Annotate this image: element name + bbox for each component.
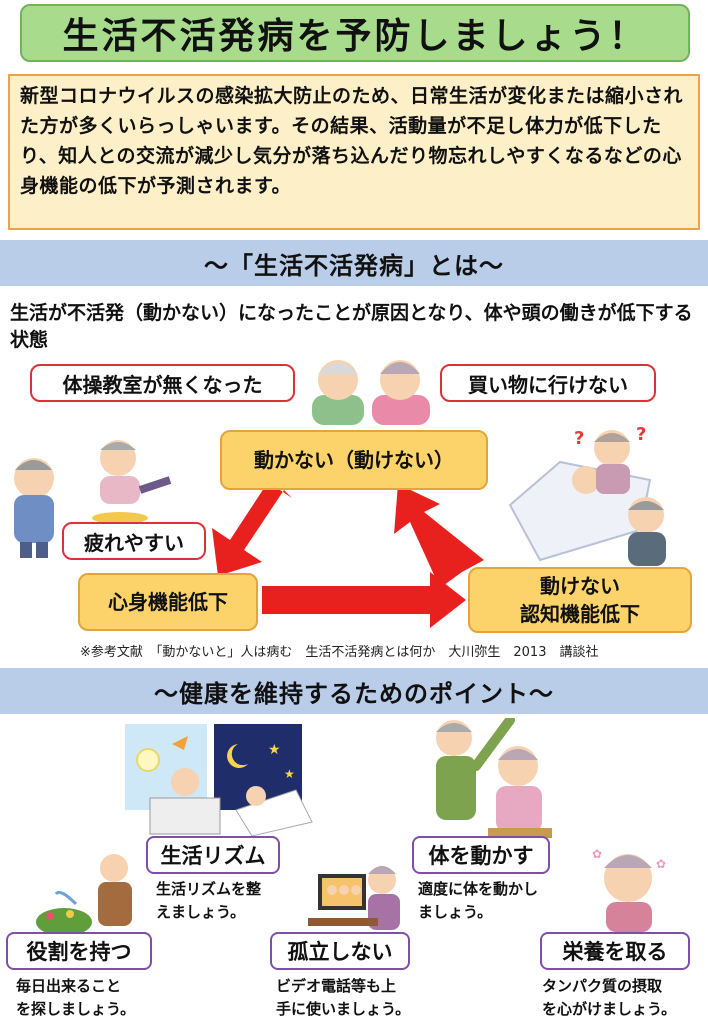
svg-text:✿: ✿: [656, 857, 666, 871]
point-text-role: 毎日出来ること を探しましょう。: [16, 975, 135, 1021]
point-title-nutrition: 栄養を取る: [540, 932, 690, 970]
cycle-illustration: ? ?: [14, 360, 666, 628]
svg-text:?: ?: [636, 424, 646, 445]
svg-text:?: ?: [574, 428, 584, 449]
falling-elderly-woman-illustration: [92, 440, 172, 524]
point-text-line: 毎日出来ること: [16, 977, 122, 995]
arrow-down-left: [212, 482, 292, 576]
cycle-box-line2: 認知機能低下: [520, 602, 640, 626]
intro-box: 新型コロナウイルスの感染拡大防止のため、日常生活が変化または縮小された方が多くい…: [8, 74, 700, 230]
reference-note: ※参考文献 「動かないと」人は病む 生活不活発病とは何か 大川弥生 2013 講…: [80, 645, 599, 660]
page-title: 生活不活発病を予防しましょう！: [62, 16, 648, 57]
definition-text: 生活が不活発（動かない）になったことが原因となり、体や頭の働きが低下する状態: [10, 302, 693, 351]
stretching-couple-illustration: [436, 718, 552, 838]
point-text-isolation: ビデオ電話等も上 手に使いましょう。: [276, 975, 410, 1021]
section-heading-band: ～「生活不活発病」とは～: [0, 240, 708, 286]
watering-plants-illustration: [36, 854, 132, 936]
title-banner: 生活不活発病を予防しましょう！: [20, 4, 690, 62]
svg-text:★: ★: [268, 742, 281, 758]
intro-text: 新型コロナウイルスの感染拡大防止のため、日常生活が変化または縮小された方が多くい…: [20, 85, 684, 197]
point-text-line: ビデオ電話等も上: [276, 977, 397, 995]
point-text-line: ましょう。: [418, 903, 493, 921]
arrow-up-left: [394, 484, 484, 588]
point-text-line: タンパク質の摂取: [542, 977, 663, 995]
bubble-tired: 疲れやすい: [62, 522, 206, 560]
points-illustration: ★ ★ ✿ ✿: [36, 718, 666, 936]
video-call-illustration: [308, 866, 400, 930]
point-text-nutrition: タンパク質の摂取 を心がけましょう。: [542, 975, 676, 1021]
section-heading-points: ～健康を維持するためのポイント～: [154, 679, 554, 708]
point-text-line: 適度に体を動かし: [418, 880, 539, 898]
cycle-box-cognitive-decline: 動けない 認知機能低下: [468, 567, 692, 633]
section-heading-band-points: ～健康を維持するためのポイント～: [0, 668, 708, 714]
cycle-box-function-decline: 心身機能低下: [78, 573, 258, 631]
bedridden-elderly-illustration: ? ?: [508, 424, 666, 566]
point-title-isolation: 孤立しない: [270, 932, 410, 970]
point-text-rhythm: 生活リズムを整 えましょう。: [156, 878, 261, 924]
day-night-illustration: ★ ★: [125, 724, 313, 837]
bubble-exercise-class: 体操教室が無くなった: [30, 364, 295, 402]
point-title-role: 役割を持つ: [6, 932, 152, 970]
arrow-right: [262, 572, 466, 628]
point-title-move: 体を動かす: [412, 836, 550, 874]
cycle-box-line1: 動けない: [540, 574, 620, 598]
point-text-line: を探しましょう。: [16, 1000, 136, 1018]
point-text-line: 手に使いましょう。: [276, 1000, 411, 1018]
bubble-shopping: 買い物に行けない: [440, 364, 656, 402]
smiling-woman-illustration: ✿ ✿: [592, 847, 666, 932]
svg-text:★: ★: [284, 767, 295, 781]
tired-elderly-man-illustration: [14, 458, 54, 558]
point-title-rhythm: 生活リズム: [146, 836, 280, 874]
svg-text:✿: ✿: [592, 847, 602, 861]
point-text-line: えましょう。: [156, 903, 246, 921]
section-heading-what-is: ～「生活不活発病」とは～: [204, 251, 504, 280]
elderly-couple-illustration: [312, 360, 430, 425]
cycle-box-inactive: 動かない（動けない）: [220, 430, 488, 490]
point-text-line: 生活リズムを整: [156, 880, 262, 898]
point-text-move: 適度に体を動かし ましょう。: [418, 878, 538, 924]
point-text-line: を心がけましょう。: [542, 1000, 677, 1018]
